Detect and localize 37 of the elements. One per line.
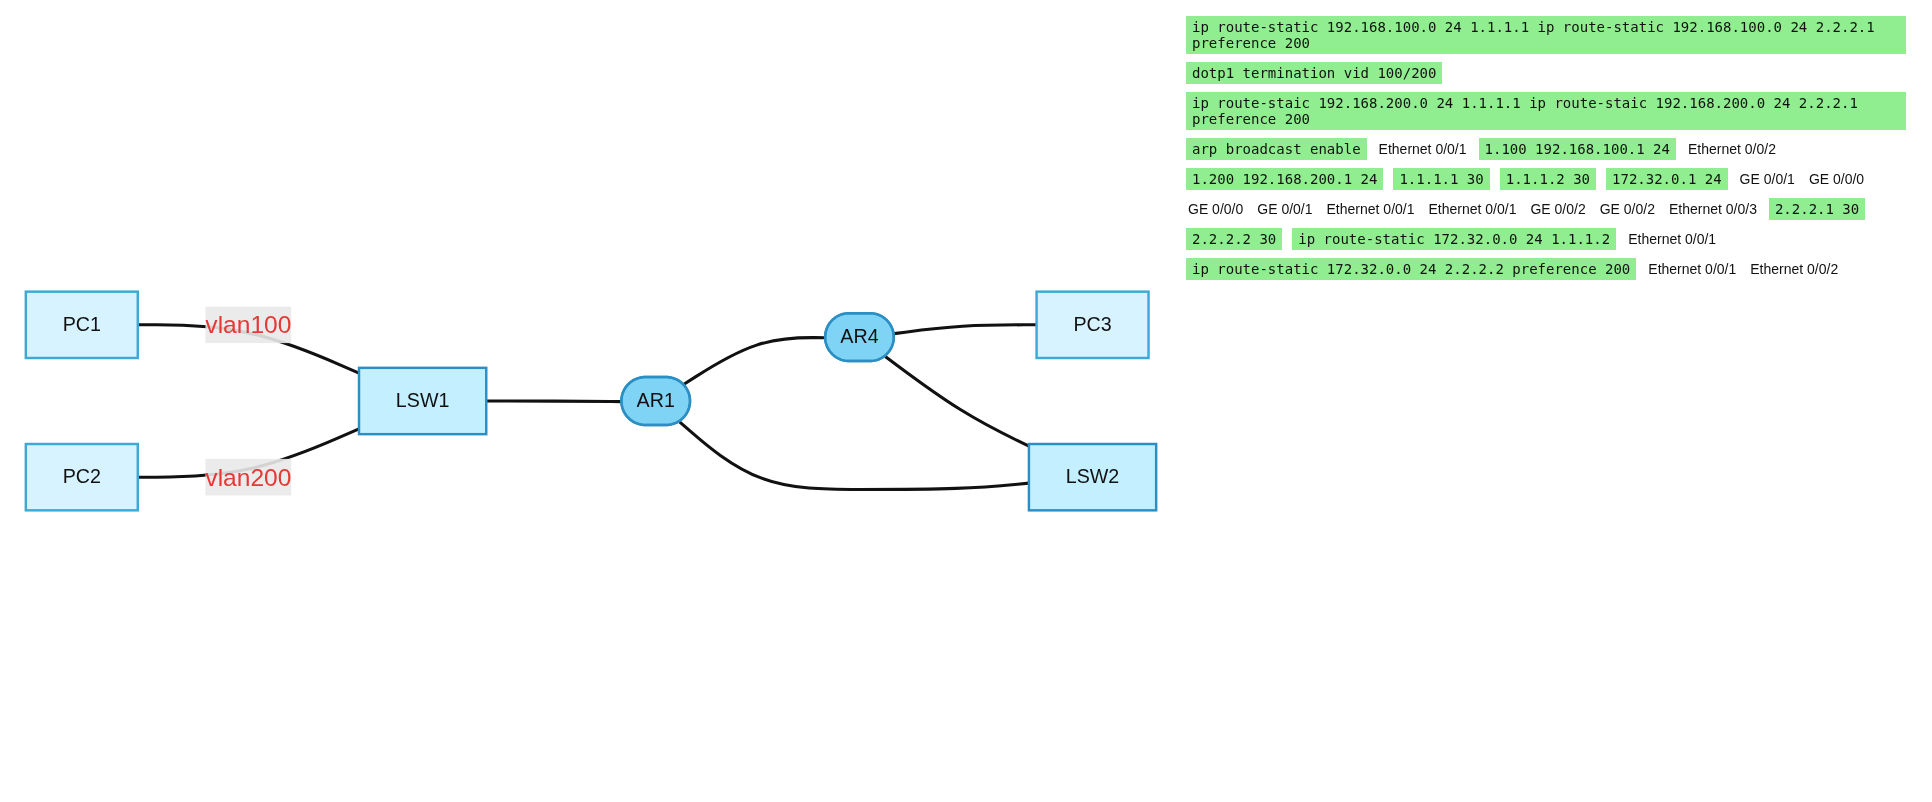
- port-label: Ethernet 0/0/1: [1377, 140, 1468, 159]
- node-box: PC2: [24, 442, 139, 512]
- config-note: arp broadcast enable: [1186, 138, 1367, 160]
- port-label: GE 0/0/1: [1256, 200, 1314, 219]
- config-note: 2.2.2.2 30: [1186, 228, 1283, 250]
- node-box: PC3: [1035, 290, 1150, 360]
- config-note: dotp1 termination vid 100/200: [1186, 62, 1443, 84]
- port-label: Ethernet 0/0/3: [1667, 200, 1758, 219]
- config-note: 2.2.2.1 30: [1768, 198, 1866, 220]
- config-note: 172.32.0.1 24: [1606, 168, 1728, 190]
- port-label: GE 0/0/2: [1529, 200, 1587, 219]
- config-note: 1.1.1.2 30: [1499, 168, 1597, 190]
- node-box: LSW2: [1027, 442, 1158, 512]
- port-label: GE 0/0/2: [1598, 200, 1656, 219]
- connector: [893, 323, 1037, 336]
- port-label: GE 0/0/1: [1738, 170, 1796, 189]
- connector: [884, 355, 1030, 448]
- port-label: GE 0/0/0: [1187, 200, 1245, 219]
- connector: [682, 336, 826, 386]
- config-note: ip route-static 172.32.0.0 24 2.2.2.2 preference 200: [1186, 258, 1637, 280]
- config-note: 1.100 192.168.100.1 24: [1478, 138, 1676, 160]
- port-label: Ethernet 0/0/1: [1427, 200, 1518, 219]
- port-label: GE 0/0/0: [1807, 170, 1866, 189]
- edge-label: vlan100: [205, 311, 292, 339]
- node-box: PC1: [24, 290, 139, 360]
- port-label: Ethernet 0/0/1: [1647, 260, 1738, 279]
- edge-label: vlan200: [205, 463, 292, 491]
- config-note: ip route-static 172.32.0.0 24 1.1.1.2: [1292, 228, 1617, 250]
- config-note: ip route-static 192.168.100.0 24 1.1.1.1 ip route-static 192.168.100.0 24 2.2.2.1 preference 200: [1186, 16, 1906, 54]
- config-note: 1.200 192.168.200.1 24: [1186, 168, 1384, 190]
- config-note: 1.1.1.1 30: [1393, 168, 1490, 190]
- port-label: Ethernet 0/0/2: [1686, 140, 1777, 159]
- port-label: Ethernet 0/0/2: [1749, 260, 1840, 279]
- port-label: Ethernet 0/0/1: [1325, 200, 1416, 219]
- config-note: ip route-staic 192.168.200.0 24 1.1.1.1 ip route-staic 192.168.200.0 24 2.2.2.1 preference 200: [1186, 92, 1906, 130]
- port-label: Ethernet 0/0/1: [1627, 230, 1718, 249]
- node-box: LSW1: [357, 366, 488, 436]
